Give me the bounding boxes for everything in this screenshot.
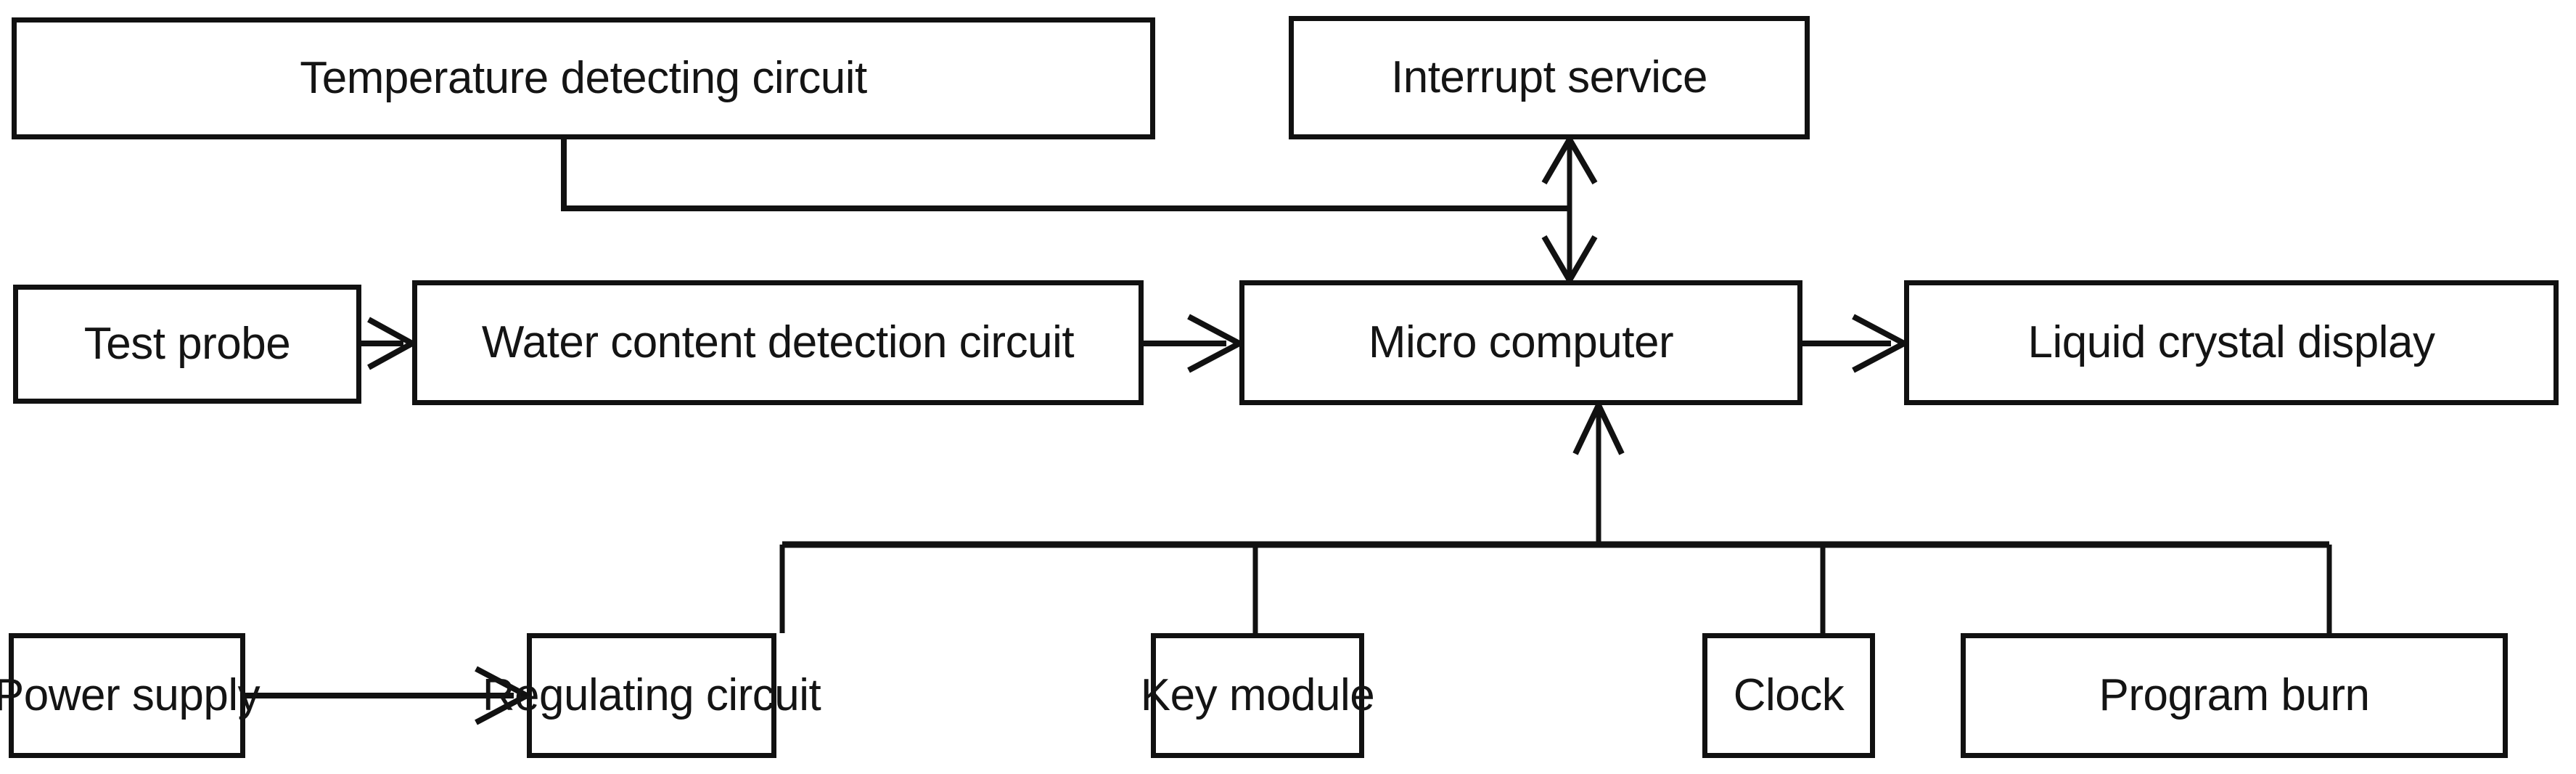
node-power-supply[interactable]: Power supply: [0, 633, 261, 758]
node-water-content-detection-circuit[interactable]: Water content detection circuit: [412, 280, 1144, 405]
connector-powersupply-to-regulating: [245, 666, 528, 725]
node-micro-computer[interactable]: Micro computer: [1239, 280, 1802, 405]
node-label-temperature-detecting-circuit: Temperature detecting circuit: [300, 53, 867, 104]
connector-temperature-to-microcomputer: [561, 139, 1570, 211]
node-label-regulating-circuit: Regulating circuit: [482, 670, 821, 721]
node-label-clock: Clock: [1733, 670, 1845, 721]
node-temperature-detecting-circuit[interactable]: Temperature detecting circuit: [12, 17, 1155, 139]
node-label-power-supply: Power supply: [0, 670, 261, 721]
node-clock[interactable]: Clock: [1702, 633, 1875, 758]
node-test-probe[interactable]: Test probe: [13, 285, 361, 404]
connector-watercontent-to-microcomputer: [1144, 314, 1241, 373]
connector-peripheral-bus: [779, 541, 2332, 633]
node-liquid-crystal-display[interactable]: Liquid crystal display: [1904, 280, 2559, 405]
node-label-program-burn: Program burn: [2099, 670, 2370, 721]
node-label-liquid-crystal-display: Liquid crystal display: [2027, 317, 2435, 368]
connector-bus-to-microcomputer: [1572, 404, 1625, 545]
node-label-interrupt-service: Interrupt service: [1390, 52, 1708, 103]
node-regulating-circuit[interactable]: Regulating circuit: [483, 633, 821, 758]
node-program-burn[interactable]: Program burn: [1961, 633, 2508, 758]
connector-interrupt-microcomputer: [1541, 137, 1598, 282]
connector-testprobe-to-watercontent: [361, 317, 414, 370]
node-interrupt-service[interactable]: Interrupt service: [1289, 16, 1810, 139]
connector-microcomputer-to-lcd: [1802, 314, 1906, 373]
node-label-micro-computer: Micro computer: [1368, 317, 1674, 368]
node-key-module[interactable]: Key module: [1141, 633, 1375, 758]
node-label-test-probe: Test probe: [83, 319, 291, 370]
node-label-key-module: Key module: [1140, 670, 1375, 721]
node-label-water-content-detection-circuit: Water content detection circuit: [481, 317, 1075, 368]
